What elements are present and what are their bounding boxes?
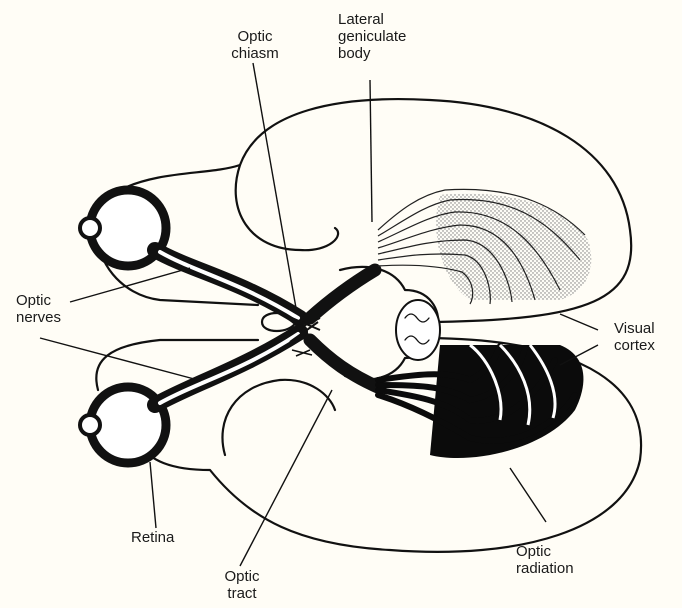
- label-optic-radiation: Optic radiation: [516, 543, 606, 577]
- lower-optic-tract: [310, 340, 380, 388]
- upper-temporal-lobe-outline: [236, 165, 338, 250]
- label-visual-cortex: Visual cortex: [614, 320, 678, 354]
- label-optic-tract: Optic tract: [207, 568, 277, 602]
- label-retina: Retina: [131, 529, 201, 546]
- label-optic-nerves: Optic nerves: [16, 292, 96, 326]
- label-lateral-geniculate-body: Lateral geniculate body: [338, 11, 438, 62]
- label-optic-chiasm: Optic chiasm: [219, 28, 291, 62]
- upper-optic-tract: [310, 270, 375, 318]
- midbrain-section: [396, 300, 440, 360]
